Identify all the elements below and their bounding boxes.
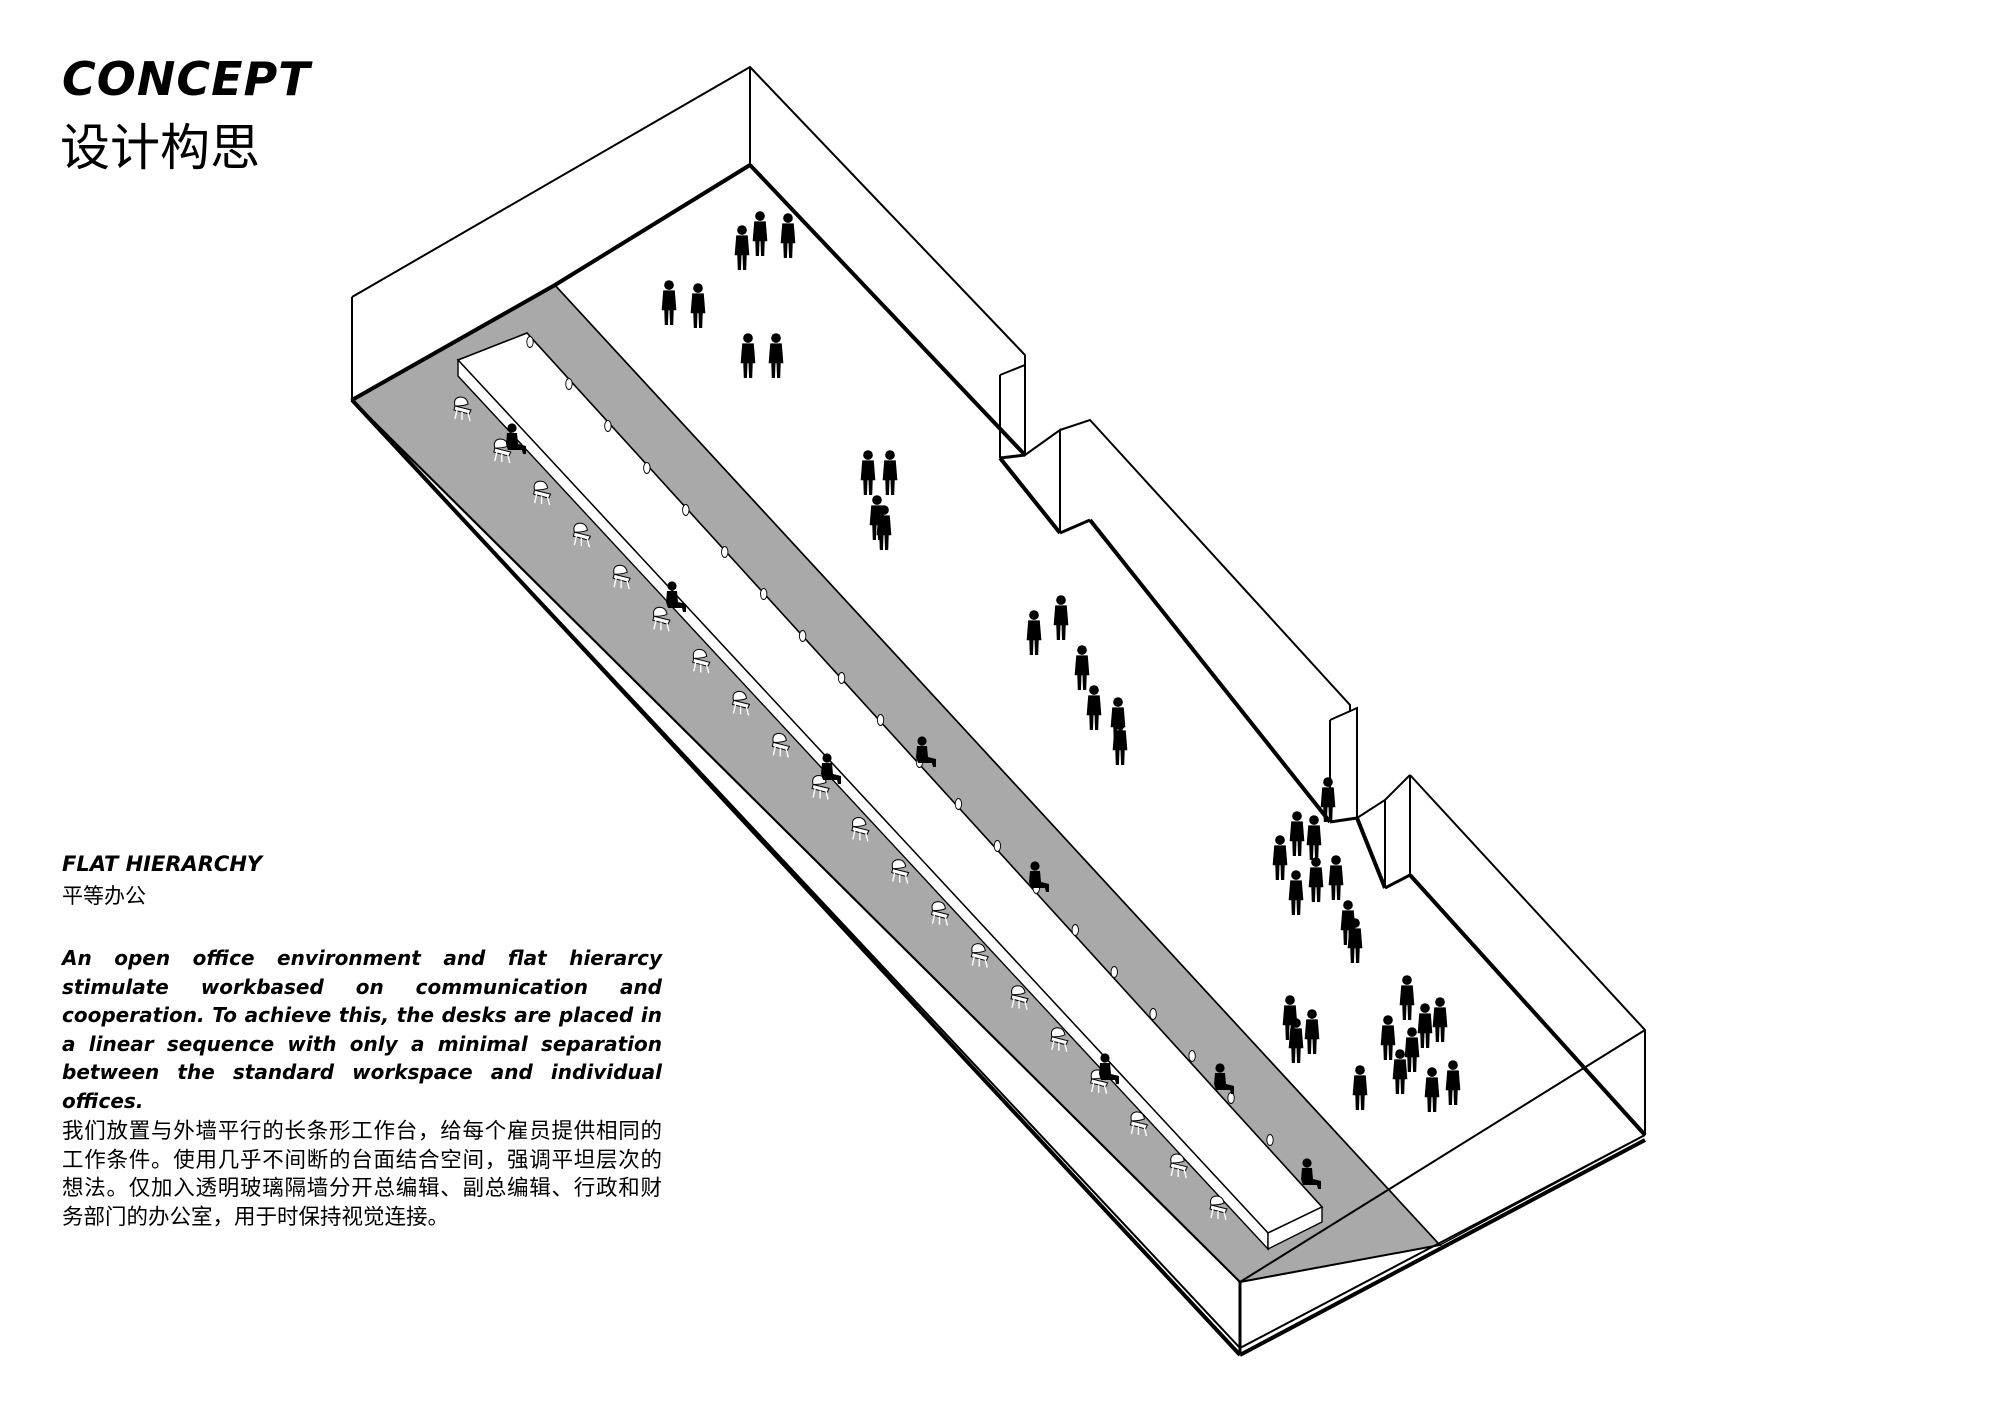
- monitor: [954, 798, 963, 810]
- monitor: [643, 462, 651, 474]
- monitor: [565, 378, 573, 390]
- monitor: [1188, 1050, 1196, 1062]
- monitor: [1071, 924, 1079, 936]
- page-title-chinese: 设计构思: [60, 119, 260, 177]
- description-chinese: 我们放置与外墙平行的长条形工作台，给每个雇员提供相同的工作条件。使用几乎不间断的…: [62, 1119, 662, 1230]
- monitor: [682, 504, 690, 516]
- monitor: [798, 630, 807, 642]
- monitor: [1227, 1092, 1235, 1104]
- monitor: [526, 336, 534, 348]
- monitor: [1149, 1008, 1157, 1020]
- page-title: CONCEPT: [62, 52, 311, 106]
- monitor: [604, 420, 612, 432]
- monitor: [993, 840, 1002, 852]
- description-english: An open office environment and flat hier…: [62, 946, 662, 1113]
- section-heading: FLAT HIERARCHY: [62, 852, 263, 876]
- monitor: [1266, 1134, 1274, 1146]
- monitor: [1110, 966, 1118, 978]
- monitor: [837, 672, 846, 684]
- building-outline-front: [350, 163, 1647, 1357]
- monitor: [760, 588, 768, 600]
- long-desk: [456, 332, 1324, 1251]
- section-heading-chinese: 平等办公: [62, 884, 146, 908]
- monitor: [721, 546, 729, 558]
- monitor: [876, 714, 885, 726]
